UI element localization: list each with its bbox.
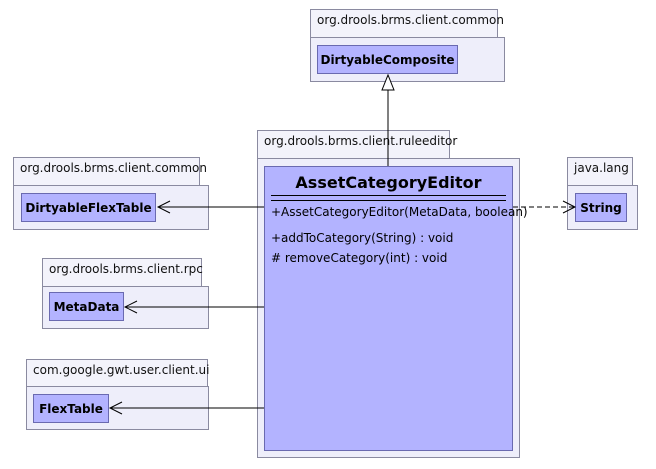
package-tab-rpc: org.drools.brms.client.rpc (42, 258, 203, 287)
class-string[interactable]: String (575, 193, 627, 222)
generalization-arrowhead (381, 73, 395, 91)
package-tab-common-top: org.drools.brms.client.common (310, 9, 504, 38)
member-remove-category: # removeCategory(int) : void (271, 251, 448, 265)
association-arrow-meta-data (123, 300, 138, 314)
class-meta-data[interactable]: MetaData (49, 292, 124, 321)
name-separator (271, 195, 506, 196)
member-constructor: +AssetCategoryEditor(MetaData, boolean) (271, 205, 528, 219)
package-tab-gwt-ui: com.google.gwt.user.client.ui (26, 359, 209, 388)
dependency-arrow-string (562, 200, 577, 214)
member-add-to-category: +addToCategory(String) : void (271, 231, 454, 245)
association-arrow-dirtyable-flex-table (156, 200, 171, 214)
class-asset-category-editor[interactable]: AssetCategoryEditor +AssetCategoryEditor… (264, 166, 528, 451)
class-dirtyable-flex-table[interactable]: DirtyableFlexTable (21, 193, 156, 222)
attribute-separator (271, 200, 506, 201)
class-flex-table[interactable]: FlexTable (33, 394, 109, 423)
class-dirtyable-composite[interactable]: DirtyableComposite (317, 45, 458, 74)
class-name: AssetCategoryEditor (295, 173, 482, 192)
association-arrow-flex-table (108, 401, 123, 415)
